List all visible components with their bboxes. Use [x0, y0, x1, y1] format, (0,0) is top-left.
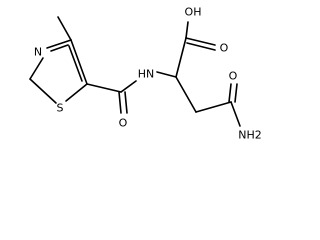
bond-ring-c5-c4	[70, 39, 88, 85]
atom-amine: NH2	[238, 129, 262, 142]
bond-ring-c5-c4-inner	[68, 45, 83, 82]
bond-ch2-amide	[195, 101, 232, 113]
bond-carboxyl-oh	[185, 21, 189, 39]
bonds	[29, 16, 241, 127]
bond-ring-c2-s1	[29, 78, 57, 104]
bond-carboxyl-o-double	[186, 42, 216, 51]
bond-nh-alpha	[156, 71, 177, 78]
atom-ring-sulfur: S	[57, 102, 64, 115]
bond-carbonyl-o-double	[124, 91, 128, 114]
bond-methyl	[57, 16, 72, 41]
bond-alpha-carboxyl	[175, 37, 187, 78]
bond-amide-o	[228, 83, 232, 103]
atom-carboxyl-oxygen: O	[220, 42, 229, 55]
bond-amide-n	[230, 101, 241, 127]
atom-ring-nitrogen: N	[34, 46, 42, 59]
atom-amide-nitrogen: HN	[138, 68, 155, 81]
bond-ring-s1-c5	[65, 83, 88, 102]
bond-amide-o-double	[234, 83, 238, 103]
bond-carboxyl-o	[185, 37, 216, 46]
atom-amide-oxygen: O	[229, 70, 238, 83]
structure-diagram: OH O HN O O NH2 N S	[29, 6, 262, 142]
bond-ring-n3-c2	[29, 57, 44, 80]
bond-carbonyl-o	[118, 91, 122, 114]
bond-ring-c4-n3	[46, 39, 72, 49]
bond-ring-c4-n3-inner	[50, 44, 69, 52]
atom-labels: OH O HN O O NH2 N S	[34, 6, 262, 142]
bond-alpha-ch2	[175, 76, 197, 113]
atom-carbonyl-oxygen: O	[119, 117, 128, 130]
bond-carbonyl-nh	[120, 80, 137, 93]
bond-ring-carbonyl	[86, 83, 122, 93]
atom-hydroxyl: OH	[185, 6, 202, 19]
